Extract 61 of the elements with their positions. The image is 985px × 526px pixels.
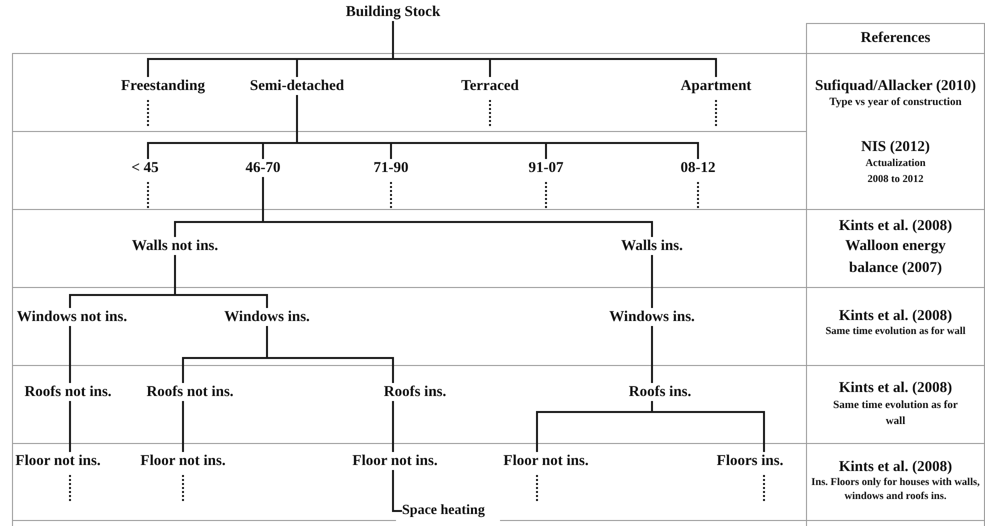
- tree-node-label: Apartment: [680, 77, 752, 95]
- dotted-line: [147, 182, 149, 209]
- reference-text: Actualization 2008 to 2012: [864, 157, 927, 187]
- tree-node-label: Terraced: [461, 77, 519, 95]
- dotted-line: [182, 475, 184, 502]
- reference-text: Same time evolution as for wall: [825, 325, 966, 339]
- reference-text: Type vs year of construction: [829, 95, 962, 109]
- tree-node-label: Roofs ins.: [384, 383, 446, 401]
- connector-line: [182, 401, 184, 452]
- connector-line: [651, 255, 653, 308]
- dotted-line: [536, 475, 538, 502]
- dotted-line: [697, 182, 699, 209]
- connector-line: [392, 21, 717, 77]
- dotted-line: [715, 100, 717, 127]
- reference-text: Ins. Floors only for houses with walls, windows and roofs ins.: [810, 476, 981, 504]
- connector-line: [296, 95, 699, 159]
- connector-line: [262, 177, 653, 237]
- tree-node-label: Semi-detached: [250, 77, 344, 95]
- reference-text: Kints et al. (2008): [838, 307, 952, 325]
- tree-node-label: Floor not ins.: [140, 452, 226, 470]
- tree-node-label: Floor not ins.: [15, 452, 101, 470]
- dotted-line: [763, 475, 765, 502]
- reference-text: Kints et al. (2008): [838, 379, 952, 397]
- tree-node-label: Roofs ins.: [628, 383, 692, 401]
- connector-line: [392, 470, 402, 512]
- connector-line: [174, 255, 268, 308]
- dotted-line: [147, 100, 149, 127]
- dotted-line: [545, 182, 547, 209]
- tree-node-label: Windows not ins.: [16, 308, 128, 326]
- tree-node-label: 46-70: [246, 159, 280, 177]
- reference-text: Walloon energy balance (2007): [844, 237, 947, 278]
- tree-node-label: Windows ins.: [609, 308, 695, 326]
- connector-line: [651, 401, 765, 452]
- tree-node-label: Walls ins.: [621, 237, 683, 255]
- tree-node-label: Windows ins.: [224, 308, 310, 326]
- tree-node-label: Building Stock: [346, 3, 440, 21]
- tree-node-label: 08-12: [680, 159, 716, 177]
- dotted-line: [489, 100, 491, 127]
- reference-text: NIS (2012): [861, 138, 930, 156]
- connector-line: [651, 326, 653, 383]
- tree-node-label: Space heating: [402, 502, 485, 520]
- tree-node-label: Walls not ins.: [132, 237, 218, 255]
- tree-node-label: 91-07: [528, 159, 564, 177]
- tree-node-label: Roofs not ins.: [24, 383, 112, 401]
- connector-line: [392, 401, 394, 452]
- tree-node-label: Floor not ins.: [352, 452, 438, 470]
- reference-text: Kints et al. (2008): [838, 217, 952, 235]
- column-header: References: [860, 29, 930, 47]
- tree-node-label: Floor not ins.: [503, 452, 589, 470]
- connector-line: [69, 401, 71, 452]
- tree-node-label: 71-90: [374, 159, 408, 177]
- tree-node-label: Floors ins.: [716, 452, 784, 470]
- tree-node-label: Freestanding: [121, 77, 205, 95]
- reference-text: Kints et al. (2008): [838, 458, 952, 476]
- reference-text: Same time evolution as for wall: [832, 398, 959, 429]
- reference-text: Sufiquad/Allacker (2010): [815, 77, 976, 95]
- tree-node-label: Roofs not ins.: [146, 383, 234, 401]
- dotted-line: [69, 475, 71, 502]
- tree-node-label: < 45: [131, 159, 159, 177]
- connector-line: [69, 326, 71, 383]
- dotted-line: [390, 182, 392, 209]
